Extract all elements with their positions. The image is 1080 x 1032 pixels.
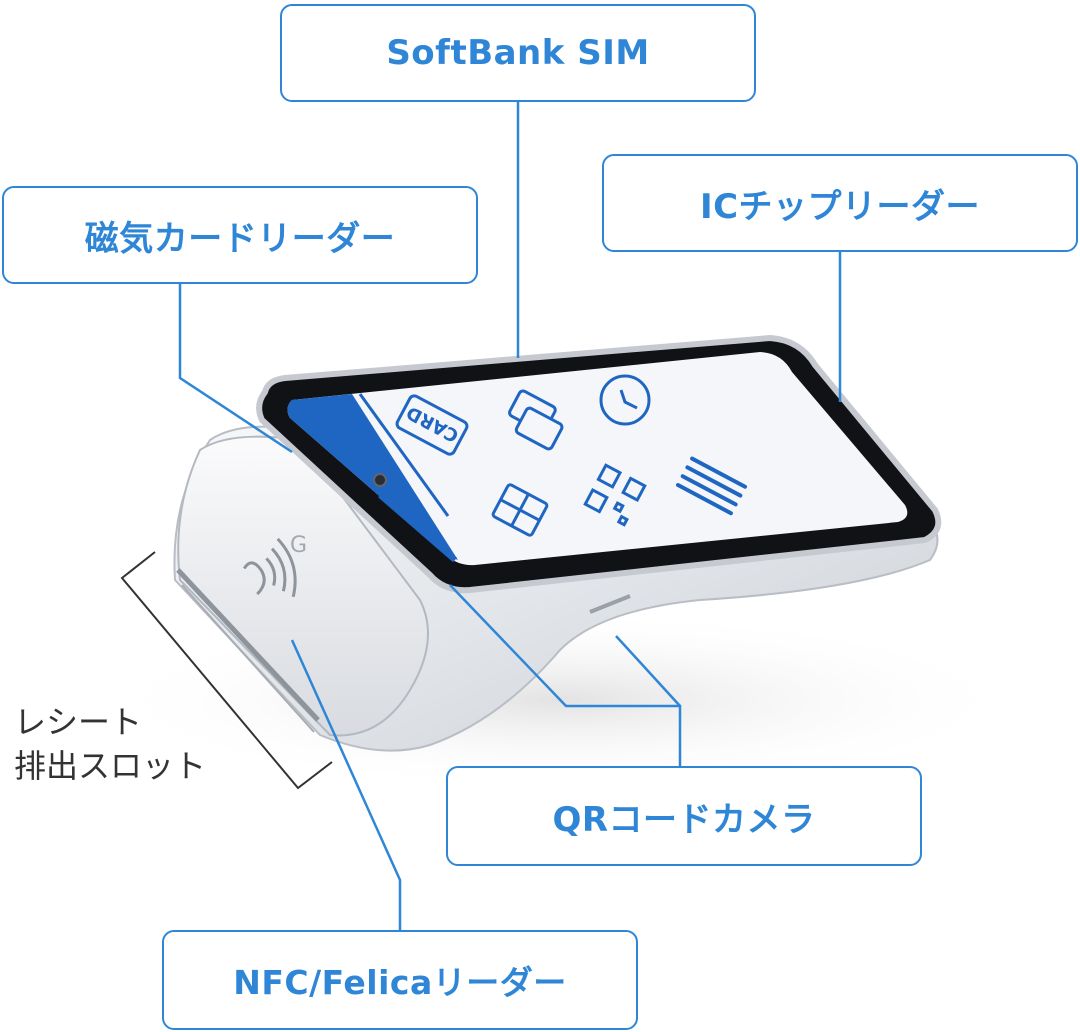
screen-barcode-icon bbox=[676, 456, 748, 516]
leader-nfc bbox=[290, 639, 402, 930]
screen-emoney-icon bbox=[508, 389, 564, 451]
ic-chip-reader-text: ICチップリーダー bbox=[699, 186, 981, 227]
screen-receipt-icon bbox=[491, 483, 549, 537]
qr-code-camera-label: QRコードカメラ bbox=[446, 766, 922, 866]
leader-magnetic bbox=[178, 284, 293, 454]
qr-code-camera-text: QRコードカメラ bbox=[552, 799, 816, 840]
nfc-contactless-icon bbox=[242, 537, 297, 598]
magnetic-card-reader-text: 磁気カードリーダー bbox=[84, 218, 396, 259]
receipt-slot bbox=[176, 568, 320, 722]
receipt-head bbox=[177, 435, 429, 737]
nfc-felica-reader-label: NFC/Felicaリーダー bbox=[162, 930, 638, 1030]
softbank-sim-text: SoftBank SIM bbox=[386, 33, 650, 73]
softbank-sim-label: SoftBank SIM bbox=[280, 4, 756, 102]
brand-mark-icon: G bbox=[290, 533, 307, 558]
leader-lines bbox=[178, 102, 842, 930]
display-status-strip bbox=[287, 394, 458, 560]
nfc-felica-reader-text: NFC/Felicaリーダー bbox=[233, 963, 567, 1002]
magnetic-card-reader-label: 磁気カードリーダー bbox=[2, 186, 478, 284]
display-menu-divider bbox=[358, 393, 450, 517]
leader-qr-camera bbox=[449, 584, 682, 766]
front-camera-icon bbox=[373, 473, 387, 487]
side-button bbox=[589, 594, 631, 614]
device-display bbox=[287, 352, 908, 566]
ic-chip-reader-label: ICチップリーダー bbox=[602, 154, 1078, 252]
leader-qr-camera-branch bbox=[615, 635, 681, 707]
receipt-slot-bracket bbox=[120, 551, 333, 790]
screen-history-icon bbox=[599, 374, 651, 426]
receipt-slot-label: レシート 排出スロット bbox=[14, 703, 207, 785]
screen-qr-icon bbox=[583, 463, 647, 527]
